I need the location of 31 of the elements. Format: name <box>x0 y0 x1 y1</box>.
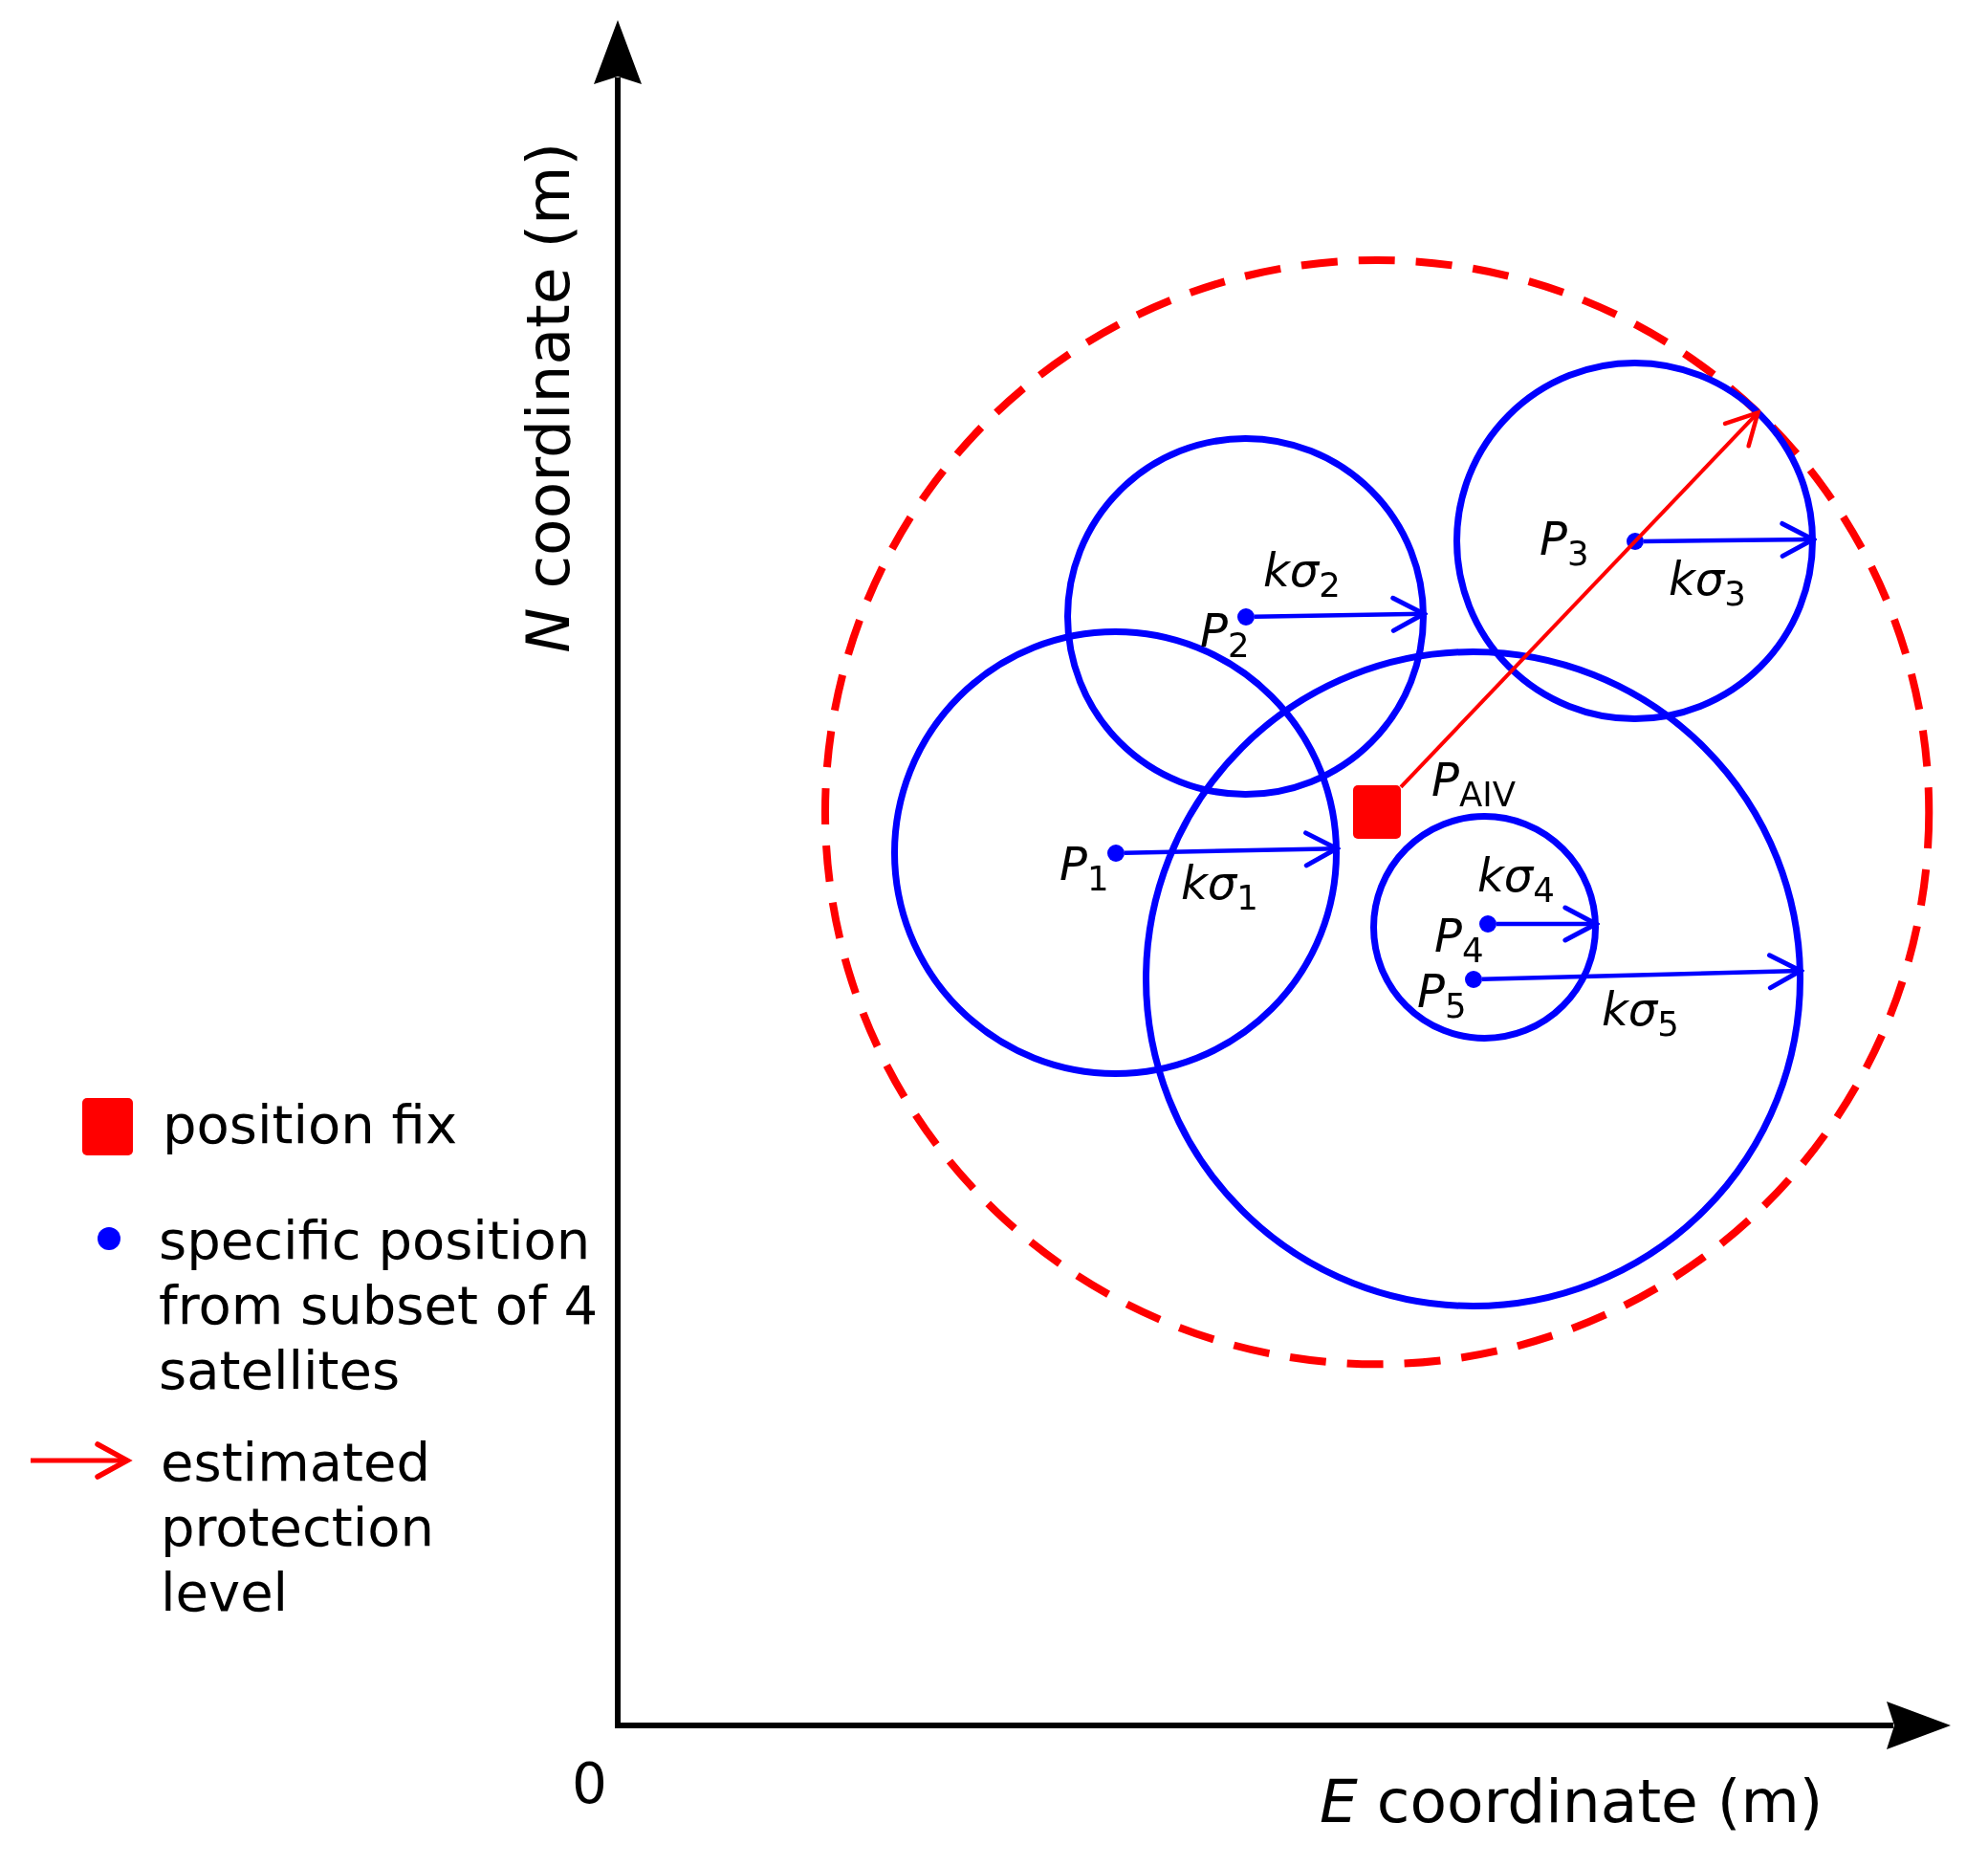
point-label: P$_{3}$ <box>1540 511 1589 571</box>
axis-title: E coordinate (m) <box>1320 1765 1824 1838</box>
dot-icon <box>1237 608 1255 626</box>
edge-label: kσ$_{5}$ <box>1602 981 1679 1042</box>
axis-title: N coordinate (m) <box>513 142 585 653</box>
legend-label: position fix <box>163 1092 459 1157</box>
point-label: P$_{AIV}$ <box>1431 752 1516 812</box>
legend-label: estimated protection level <box>161 1430 436 1625</box>
origin-label: 0 <box>572 1749 607 1818</box>
edge-label: kσ$_{3}$ <box>1669 551 1746 611</box>
dashed-circle <box>820 255 1933 1369</box>
circle-outline <box>1370 813 1600 1043</box>
dot-icon <box>1465 971 1482 988</box>
dot-icon <box>1107 845 1125 862</box>
arrow <box>1399 410 1760 789</box>
square-icon <box>1353 785 1401 839</box>
arrow <box>1643 520 1816 559</box>
legend-label: specific position from subset of 4 satellites <box>159 1208 600 1403</box>
arrow <box>1481 953 1803 991</box>
circle-outline <box>1064 435 1428 799</box>
point-label: P$_{1}$ <box>1060 836 1109 896</box>
dot-icon <box>1627 533 1644 550</box>
dot-icon <box>1479 915 1496 933</box>
point-label: P$_{2}$ <box>1200 603 1250 663</box>
edge-label: kσ$_{1}$ <box>1181 855 1258 915</box>
edge-label: kσ$_{4}$ <box>1477 847 1555 908</box>
circle-outline <box>1453 360 1817 723</box>
arrow <box>1254 595 1427 633</box>
edge-label: kσ$_{2}$ <box>1263 542 1341 603</box>
arrow <box>1124 830 1340 868</box>
arrow <box>1496 905 1599 943</box>
